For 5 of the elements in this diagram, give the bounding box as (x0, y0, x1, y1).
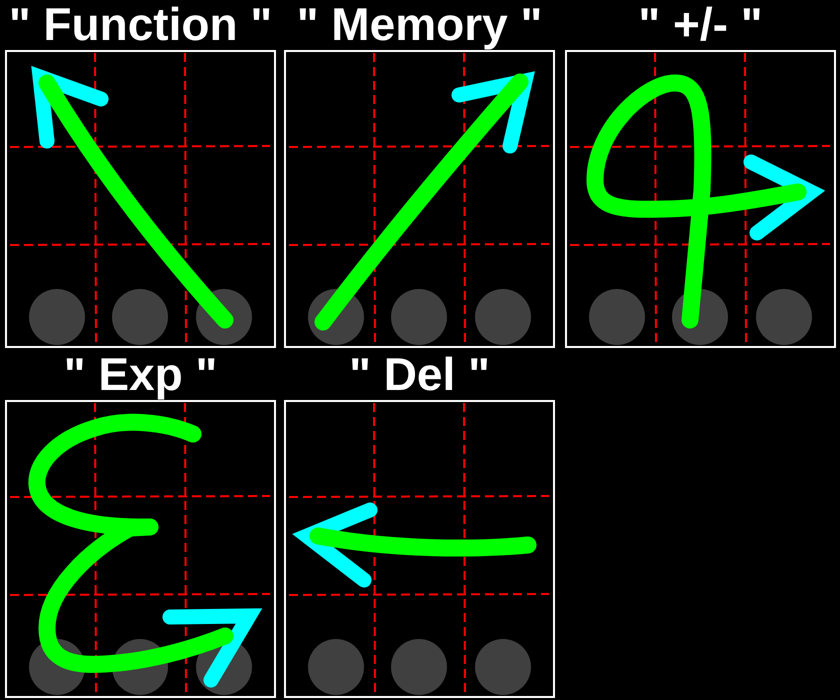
gesture-title: " Del " (349, 351, 490, 397)
gesture-title: " Memory " (296, 1, 542, 47)
gesture-title: " +/- " (638, 1, 763, 47)
gesture-title: " Function " (8, 1, 272, 47)
gesture-title: " Exp " (64, 351, 218, 397)
